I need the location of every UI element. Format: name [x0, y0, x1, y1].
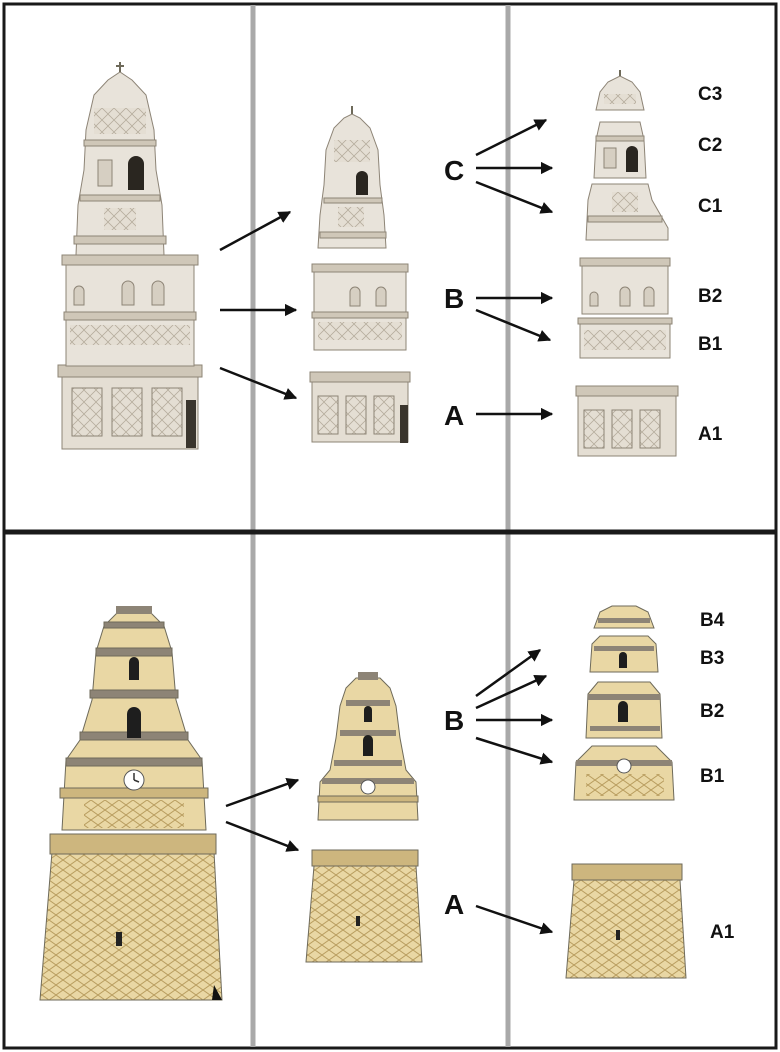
bottom-part-label-a1: A1 — [710, 922, 735, 943]
top-part-c2 — [593, 121, 647, 179]
top-part-label-a1: A1 — [698, 424, 723, 445]
bottom-part-label-b4: B4 — [700, 610, 725, 631]
top-part-c3 — [595, 70, 645, 111]
top-arrow-c-c3 — [475, 118, 548, 157]
bottom-part-a — [305, 849, 423, 963]
top-group-label-c: C — [444, 155, 464, 186]
bottom-arrow-to-b — [225, 777, 300, 808]
top-part-c1 — [585, 183, 669, 241]
bottom-arrow-to-a — [225, 820, 300, 852]
top-part-label-c3: C3 — [698, 84, 722, 105]
bottom-full-tower — [39, 606, 223, 1001]
top-part-label-c1: C1 — [698, 196, 723, 217]
bottom-arrow-b-b4 — [475, 648, 542, 698]
bottom-part-b — [317, 672, 419, 821]
top-arrow-to-c — [219, 210, 292, 252]
bottom-part-b3 — [589, 635, 659, 673]
top-group-label-b: B — [444, 283, 464, 314]
bottom-part-b4 — [593, 605, 655, 629]
bottom-group-label-a: A — [444, 889, 464, 920]
top-part-label-b2: B2 — [698, 286, 722, 307]
top-part-b — [311, 263, 409, 351]
bottom-arrow-a-a1 — [475, 904, 554, 935]
bottom-group-label-b: B — [444, 705, 464, 736]
bottom-part-label-b3: B3 — [700, 648, 724, 669]
top-group-label-a: A — [444, 400, 464, 431]
bottom-part-a1 — [565, 863, 687, 979]
top-full-tower — [57, 62, 203, 450]
bottom-part-label-b2: B2 — [700, 701, 724, 722]
bottom-arrow-b-b1 — [475, 736, 554, 765]
bottom-part-b1 — [573, 745, 675, 801]
top-arrow-b-b1 — [475, 308, 552, 342]
top-part-a — [309, 371, 411, 443]
bottom-part-b2 — [585, 681, 663, 739]
bottom-part-label-b1: B1 — [700, 766, 725, 787]
top-part-a1 — [575, 385, 679, 457]
top-part-c — [317, 106, 387, 249]
top-part-label-c2: C2 — [698, 135, 722, 156]
top-part-b1 — [577, 317, 673, 359]
top-arrow-c-c1 — [475, 180, 554, 214]
bottom-arrow-b-b3 — [475, 674, 548, 710]
top-part-b2 — [579, 257, 671, 315]
top-part-label-b1: B1 — [698, 334, 723, 355]
top-arrow-to-a — [219, 366, 298, 400]
